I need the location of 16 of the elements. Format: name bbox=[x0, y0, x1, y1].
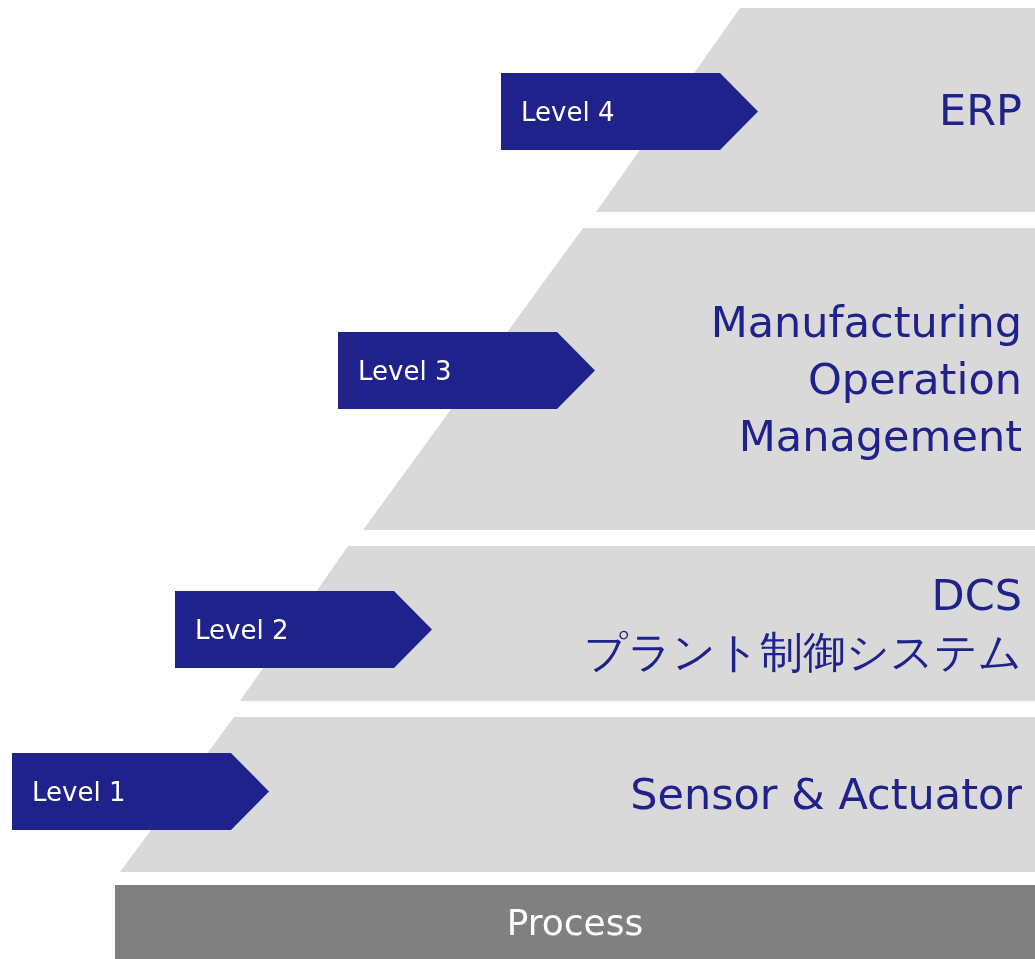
process-label: Process bbox=[506, 901, 644, 943]
level-label: Level 1 bbox=[32, 776, 126, 807]
level-tag bbox=[12, 753, 269, 830]
process-bar bbox=[115, 885, 1035, 959]
level-tag bbox=[501, 73, 758, 150]
level-label: Level 4 bbox=[521, 96, 615, 127]
layer-label: プラント制御システム bbox=[584, 625, 1022, 679]
level-label: Level 2 bbox=[195, 614, 289, 645]
level-label: Level 3 bbox=[358, 355, 452, 386]
level-tag bbox=[338, 332, 595, 409]
layer-label: Sensor & Actuator bbox=[630, 768, 1022, 821]
level-tag bbox=[175, 591, 432, 668]
layer-label: Manufacturing Operation Management bbox=[709, 295, 1022, 463]
layer-label: ERP bbox=[939, 83, 1022, 137]
layer-label: DCS bbox=[931, 568, 1022, 622]
layer-band bbox=[596, 8, 1035, 212]
